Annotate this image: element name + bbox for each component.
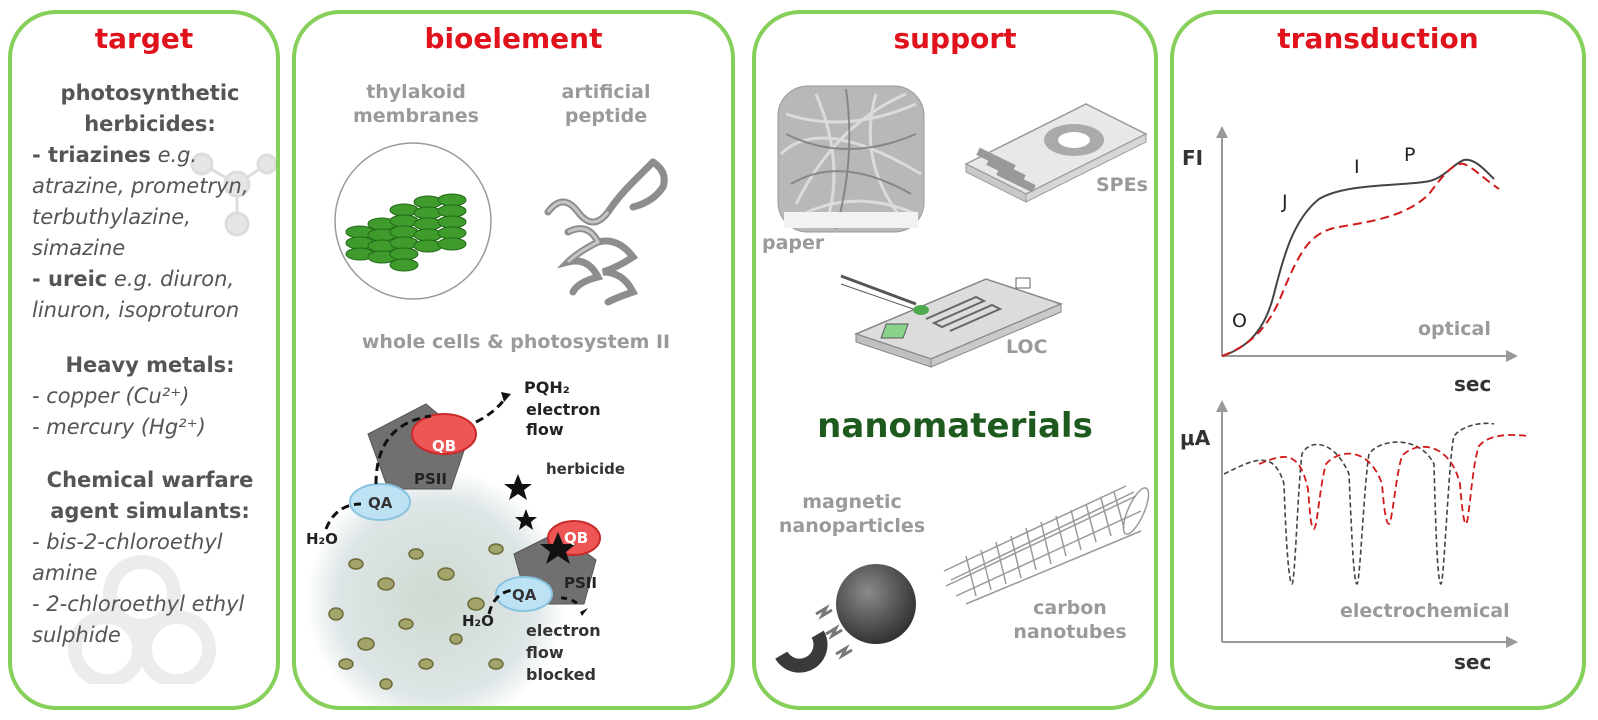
optical-label-text: optical <box>1418 318 1491 340</box>
photo-herbicides-heading-2: herbicides: <box>84 112 216 136</box>
thylakoid-illustration <box>334 142 492 300</box>
nanomaterials-heading: nanomaterials <box>817 406 1093 446</box>
triazines-line: - triazines e.g. <box>32 140 268 171</box>
transduction-title: transduction <box>1277 22 1479 55</box>
ureic-line: - ureic e.g. diuron, <box>32 264 268 295</box>
bioelement-panel: bioelement thylakoid membranes artificia… <box>292 10 735 710</box>
qa-label-bottom: QA <box>512 586 537 604</box>
psii-label-top: PSII <box>414 470 447 488</box>
triazines-list-3: simazine <box>32 236 126 260</box>
fi-axis-label: FI <box>1182 146 1204 170</box>
electrochemical-plot <box>1216 400 1530 648</box>
whole-cells-label: whole cells & photosystem II <box>361 331 671 353</box>
electro-y-arrow-icon <box>1216 400 1228 412</box>
ua-axis-label: μA <box>1180 426 1211 450</box>
bioelement-title: bioelement <box>424 22 603 55</box>
carbon-label-2: nanotubes <box>1013 621 1127 643</box>
qb-label-top: QB <box>432 437 457 455</box>
qb-label-bottom: QB <box>564 529 589 547</box>
target-panel: target photosynthetic herbicides: - tria… <box>8 10 280 710</box>
paper-label-text: paper <box>762 232 825 254</box>
metal-copper: - copper (Cu²⁺) <box>32 384 190 408</box>
magnetic-label-1: magnetic <box>802 491 902 513</box>
h2o-label-top: H₂O <box>306 530 338 548</box>
electro-curve-dark <box>1223 422 1495 585</box>
target-title: target <box>94 22 194 55</box>
electrochemical-label: electrochemical <box>1340 600 1510 622</box>
heavy-metals-heading: Heavy metals: <box>65 353 235 377</box>
magnetic-label-2: nanoparticles <box>778 515 926 537</box>
paper-sem-image <box>777 85 925 233</box>
photo-herbicides-heading-1: photosynthetic <box>60 81 240 105</box>
electron-flow-label: electron flow <box>526 400 601 440</box>
paper-label: paper <box>762 232 824 254</box>
optical-x-arrow-icon <box>1506 350 1518 362</box>
triazines-eg: e.g. <box>150 143 198 167</box>
point-j-label: J <box>1282 191 1288 213</box>
thylakoid-label-2: membranes <box>353 105 479 127</box>
electron-flow-label-2: flow <box>526 420 564 439</box>
electro-x-arrow-icon <box>1506 636 1518 648</box>
biohazard-watermark-icon <box>68 555 216 684</box>
cw-agent-1b: amine <box>32 561 98 585</box>
ureic-list: linuron, isoproturon <box>32 298 240 322</box>
electro-curve-red <box>1258 434 1530 530</box>
optical-curve-red <box>1221 162 1500 357</box>
target-text-block: photosynthetic herbicides: - triazines e… <box>32 78 268 651</box>
electron-flow-label-1: electron <box>526 400 601 419</box>
carbon-label-1: carbon <box>1033 597 1107 619</box>
spe-illustration <box>964 103 1148 203</box>
electrochemical-label-text: electrochemical <box>1340 600 1510 622</box>
point-o-label: O <box>1232 310 1247 332</box>
ureic-eg: e.g. diuron, <box>107 267 235 291</box>
h2o-label-bottom: H₂O <box>462 612 494 630</box>
loc-label: LOC <box>1006 336 1048 358</box>
peptide-label-2: peptide <box>564 105 648 127</box>
point-p-label: P <box>1404 144 1416 166</box>
transduction-panel: transduction FI sec optical O J I P μA s… <box>1170 10 1586 710</box>
cw-agent-2b: sulphide <box>32 623 121 647</box>
spes-label-text: SPEs <box>1096 174 1148 196</box>
optical-plot <box>1216 126 1518 362</box>
optical-label: optical <box>1418 318 1491 340</box>
carbon-nanotubes-label: carbon nanotubes <box>1010 596 1130 644</box>
thylakoid-label: thylakoid membranes <box>336 80 496 128</box>
ureic-label: - ureic <box>32 267 108 291</box>
whole-cells-diagram <box>306 392 601 706</box>
flow-blocked-label-1: electron <box>526 621 601 640</box>
metal-mercury: - mercury (Hg²⁺) <box>32 415 206 439</box>
peptide-label-1: artificial <box>561 81 651 103</box>
magnetic-label: magnetic nanoparticles <box>772 490 932 538</box>
carbon-nanotube-illustration <box>943 485 1150 605</box>
magnetic-nanoparticle-illustration <box>775 564 916 673</box>
optical-curve-dark <box>1221 158 1495 357</box>
loc-label-text: LOC <box>1006 336 1048 358</box>
molecule-watermark-icon <box>190 152 276 237</box>
optical-y-arrow-icon <box>1216 126 1228 138</box>
triazines-list-1: atrazine, prometryn, <box>32 174 249 198</box>
point-i-label: I <box>1354 156 1360 178</box>
pqh2-label: PQH₂ <box>524 378 570 397</box>
loc-illustration <box>840 274 1064 368</box>
spes-label: SPEs <box>1096 174 1148 196</box>
thylakoid-label-1: thylakoid <box>366 81 466 103</box>
herbicide-label: herbicide <box>546 460 626 478</box>
triazines-label: - triazines <box>32 143 151 167</box>
cw-agent-2a: - 2-chloroethyl ethyl <box>32 592 245 616</box>
flow-blocked-label-3: blocked <box>526 665 596 684</box>
triazines-list-2: terbuthylazine, <box>32 205 191 229</box>
chemical-warfare-heading-2: agent simulants: <box>50 499 250 523</box>
cw-agent-1a: - bis-2-chloroethyl <box>32 530 223 554</box>
flow-blocked-label: electron flow blocked <box>526 620 601 686</box>
peptide-ribbon-illustration <box>544 158 668 306</box>
psii-label-bottom: PSII <box>564 574 597 592</box>
chemical-warfare-heading-1: Chemical warfare <box>46 468 254 492</box>
flow-blocked-label-2: flow <box>526 643 564 662</box>
qa-label-top: QA <box>368 494 393 512</box>
peptide-label: artificial peptide <box>526 80 686 128</box>
support-panel: support paper SPEs LOC na <box>752 10 1158 710</box>
sec-axis-label-1: sec <box>1454 372 1492 396</box>
sec-axis-label-2: sec <box>1454 650 1492 674</box>
support-title: support <box>893 22 1017 55</box>
